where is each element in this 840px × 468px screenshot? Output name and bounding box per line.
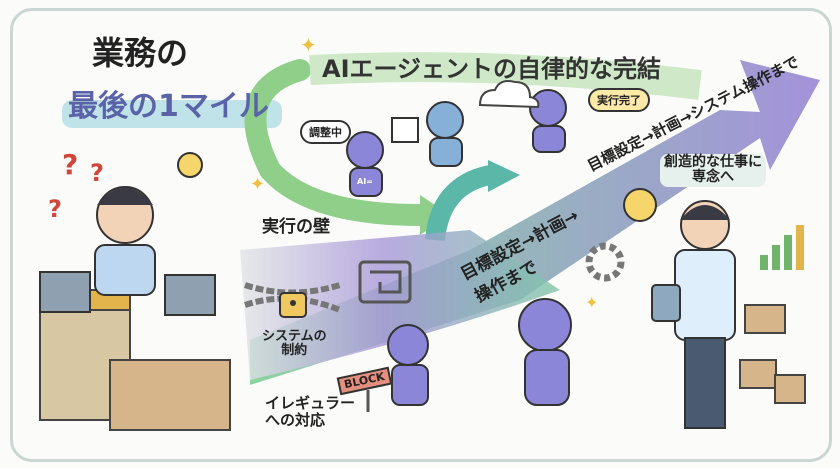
bubble-done: 実行完了	[588, 88, 650, 112]
wall-label: 実行の壁	[262, 217, 330, 237]
question-mark: ?	[62, 148, 79, 181]
headline: AIエージェントの自律的な完結	[322, 55, 662, 83]
question-mark: ?	[48, 195, 62, 223]
title-line1: 業務の	[92, 34, 189, 72]
boxes	[739, 304, 806, 404]
teal-arrowhead	[488, 160, 520, 192]
constraint-label: システムの制約	[262, 329, 327, 359]
execution-wall-band	[240, 230, 560, 380]
teal-arrow	[425, 165, 493, 242]
green-loop-arrow	[244, 59, 431, 226]
constraint-line2: 制約	[281, 343, 308, 359]
title-line2: 最後の1マイル	[68, 89, 269, 124]
stressed-worker	[39, 186, 231, 431]
sparkle-icon: ✦	[585, 293, 598, 312]
irregular-line2: への対応	[265, 410, 326, 429]
business-person	[651, 200, 736, 429]
robot-badge: AI=	[357, 177, 373, 186]
constraint-line1: システムの	[262, 329, 327, 344]
sparkle-icon: ✦	[250, 174, 265, 195]
robots	[346, 89, 572, 406]
result-label: 創造的な仕事に専念へ	[660, 154, 766, 187]
maze-icon	[358, 260, 412, 304]
result-line2: 専念へ	[692, 169, 734, 186]
title-highlight	[62, 100, 282, 128]
lightbulb-icon	[623, 188, 657, 222]
irregular-line1: イレギュラー	[265, 394, 356, 412]
frame-border	[10, 8, 832, 462]
bubble-coordinating: 調整中	[300, 120, 351, 144]
irregular-label: イレギュラーへの対応	[265, 395, 355, 428]
calendar-icon	[391, 117, 419, 143]
growth-chart-icon	[760, 225, 804, 270]
question-mark: ?	[90, 159, 104, 187]
gear-icon	[585, 242, 625, 282]
headline-ribbon	[309, 52, 702, 100]
result-line1: 創造的な仕事に	[664, 154, 762, 170]
chain-lock-icon	[244, 282, 342, 318]
lightbulb-icon	[177, 152, 203, 178]
cloud-icon	[478, 80, 540, 109]
sparkle-icon: ✦	[300, 33, 317, 57]
